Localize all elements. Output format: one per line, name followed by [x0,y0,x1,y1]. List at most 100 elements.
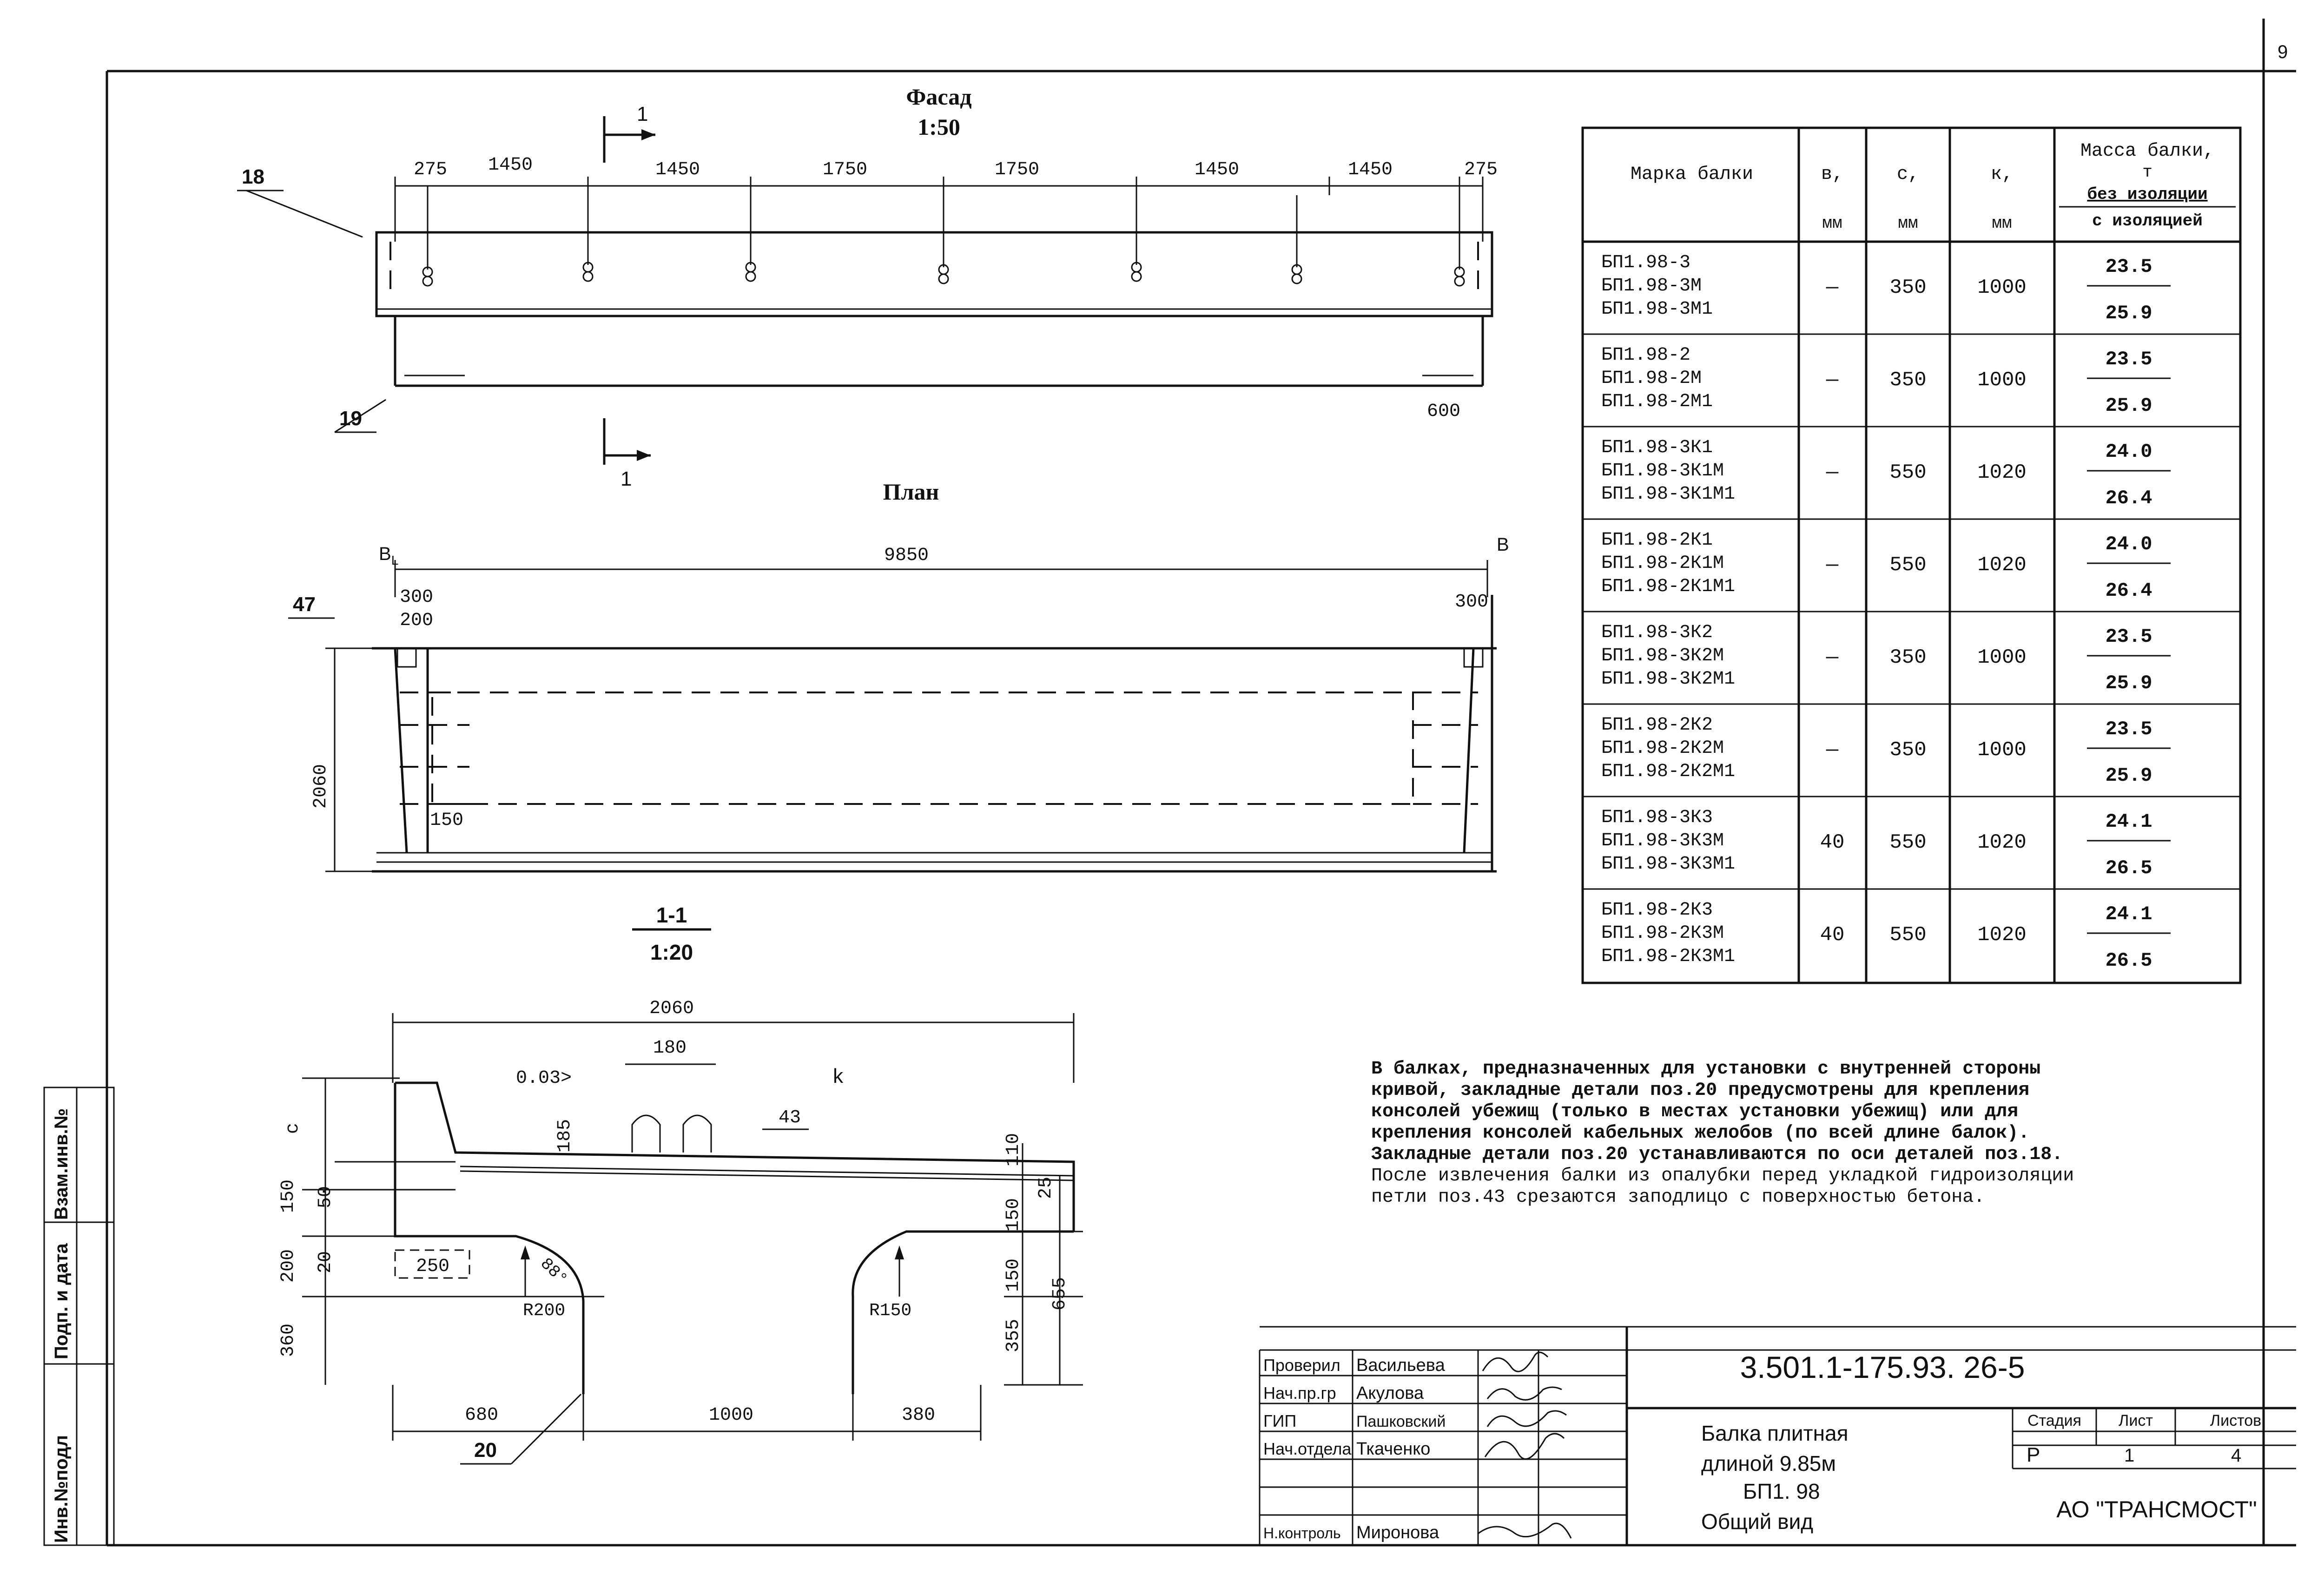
facade-scale: 1:50 [918,114,960,140]
th-mass-1: Масса балки, [2080,141,2214,162]
cell-mass-without: 24.1 [2106,810,2152,833]
th-mass-without: без изоляции [2087,185,2207,204]
name-2: Акулова [1356,1383,1424,1403]
cell-mass-without: 24.0 [2106,441,2152,463]
section-dim-250: 250 [416,1256,449,1277]
cell-c: 550 [1889,923,1926,947]
note-line: петли поз.43 срезаются заподлицо с повер… [1371,1187,1985,1208]
organization: АО "ТРАНСМОСТ" [2056,1496,2257,1522]
sheet-label: Лист [2119,1412,2153,1429]
note-line: В балках, предназначенных для установки … [1371,1059,2040,1080]
cell-mark: БП1.98-2К3М [1601,923,1724,944]
cell-mark: БП1.98-3К2 [1601,622,1713,643]
cell-b: — [1826,553,1839,577]
cell-mark: БП1.98-3К3М [1601,830,1724,851]
cell-mass-with: 25.9 [2106,395,2152,417]
facade-dim-4: 1750 [823,159,867,180]
cell-b: — [1826,646,1839,669]
section-dim-185: 185 [555,1119,575,1153]
sheets-value: 4 [2231,1445,2241,1466]
facade-dim-5: 1750 [995,159,1039,180]
sheet-value: 1 [2124,1445,2134,1466]
cell-c: 350 [1889,276,1926,299]
cell-c: 350 [1889,369,1926,392]
name-3: Пашковский [1356,1413,1446,1430]
facade-dim-2: 1450 [488,155,533,176]
th-k: к, [1991,164,2013,185]
th-c-unit: мм [1898,214,1918,233]
cell-mark: БП1.98-3К2М1 [1601,669,1735,690]
th-c: с, [1897,164,1919,185]
cell-mass-without: 24.0 [2106,533,2152,555]
cell-b: — [1826,369,1839,392]
cell-mass-with: 26.4 [2106,487,2152,509]
note-line: Закладные детали поз.20 устанавливаются … [1371,1144,2063,1165]
section-dim-380: 380 [902,1405,935,1426]
cell-mark: БП1.98-3К1М [1601,461,1724,481]
stamp-sign-date: Подп. и дата [51,1243,72,1359]
plan-dim-150: 150 [430,810,463,831]
cell-mass-without: 23.5 [2106,348,2152,370]
cell-mass-with: 25.9 [2106,302,2152,324]
th-k-unit: мм [1992,214,2012,233]
plan-dim-200: 200 [400,610,433,631]
stamp-inv-no: Инв.№подл [51,1435,72,1543]
beam-table: Марка балки в, мм с, мм к, мм Масса балк… [1581,126,2242,984]
section-dim-c: c [283,1123,304,1134]
section-dim-680: 680 [465,1405,498,1426]
section-view: 1-1 1:20 2060 180 43 0.03> k 185 c 150 5… [278,903,1083,1465]
section-dim-655: 655 [1050,1277,1070,1311]
plan-dim-2060: 2060 [310,764,331,809]
stage-label: Стадия [2027,1412,2081,1429]
cell-mass-without: 23.5 [2106,718,2152,740]
cell-mark: БП1.98-2К2М1 [1601,761,1735,782]
section-k: k [832,1066,844,1089]
title-line-3: БП1. 98 [1743,1479,1820,1503]
plan-dim-300-right: 300 [1455,592,1488,613]
cell-mass-with: 25.9 [2106,672,2152,694]
side-stamp: Инв.№подл Подп. и дата Взам.инв.№ [43,1087,115,1546]
section-dim-180: 180 [653,1038,687,1059]
plan-label-right: B [1497,534,1509,555]
th-b-unit: мм [1822,214,1842,233]
role-1: Проверил [1263,1356,1340,1375]
facade-title: Фасад [906,84,971,110]
section-dim-1000: 1000 [709,1405,753,1426]
cell-mark: БП1.98-2К1М [1601,553,1724,574]
cell-c: 350 [1889,646,1926,669]
notes-block: В балках, предназначенных для установки … [1371,1059,2074,1208]
facade-dim-3: 1450 [655,159,700,180]
cell-mark: БП1.98-3К3 [1601,807,1713,828]
cell-mark: БП1.98-3К3М1 [1601,854,1735,875]
cell-mass-with: 25.9 [2106,764,2152,787]
cell-mass-without: 23.5 [2106,626,2152,648]
signatures [1478,1351,1572,1539]
section-dim-360: 360 [278,1324,299,1357]
cell-mark: БП1.98-2К1 [1601,530,1713,551]
section-mark-bottom: 1 [621,468,632,490]
cell-k: 1000 [1977,369,2027,392]
section-dim-150-r1: 150 [1003,1198,1024,1232]
section-r200: R200 [523,1301,565,1321]
title-block: 3.501.1-175.93. 26-5 Проверил Нач.пр.гр … [1259,1326,2296,1545]
plan-dim-300-left: 300 [400,587,433,608]
cell-mark: БП1.98-2М1 [1601,391,1713,412]
cell-b: 40 [1820,831,1845,854]
facade-dim-1: 275 [414,159,447,180]
section-dim-25: 25 [1036,1177,1056,1199]
section-dim-150-r2: 150 [1003,1258,1024,1292]
cell-mark: БП1.98-3 [1601,252,1690,273]
cell-mass-with: 26.4 [2106,580,2152,602]
facade-pos-19: 19 [339,407,362,430]
section-slope: 0.03> [516,1068,572,1089]
cell-c: 550 [1889,461,1926,484]
cell-mark: БП1.98-2К2 [1601,715,1713,736]
note-line: консолей убежищ (только в местах установ… [1371,1101,2018,1122]
